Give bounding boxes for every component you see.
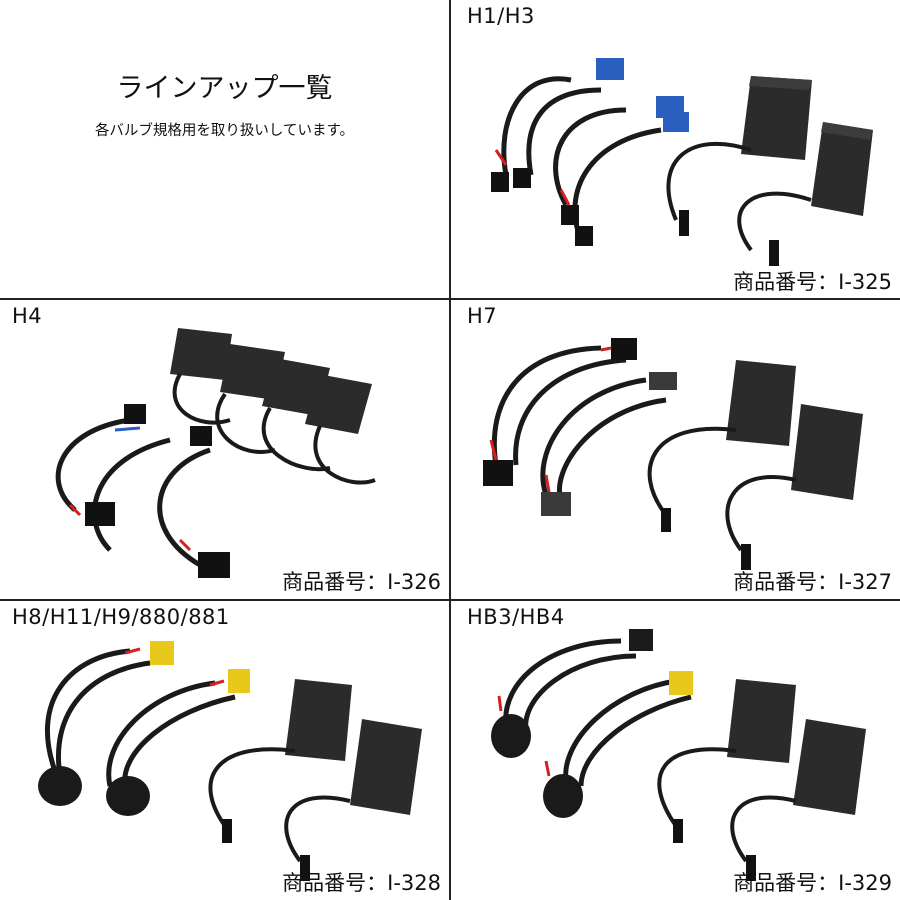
connector-yellow [669,671,693,695]
intro-cell: ラインアップ一覧 各バルブ規格用を取り扱いしています。 [0,0,449,298]
product-cell-h1-h3: H1/H3 商品番号：I-325 [451,0,900,298]
ballast-module [791,404,863,500]
connector [124,404,146,424]
connector [198,552,230,578]
ballast-module [811,122,873,216]
plug [491,714,531,758]
intro-title: ラインアップ一覧 [116,73,333,104]
connector-blue [596,58,624,80]
connector-blue [663,112,689,132]
product-code: 商品番号：I-325 [733,270,892,294]
ballast-module [305,374,372,434]
plug [38,766,82,806]
product-label: HB3/HB4 [467,605,565,629]
ballast-module [741,76,812,160]
connector [541,492,571,516]
product-cell-h8-h11: H8/H11/H9/880/881 商品番号：I-328 [0,601,449,899]
connector [611,338,637,360]
ballast-module [285,679,352,761]
intro-subtitle: 各バルブ規格用を取り扱いしています。 [94,123,355,139]
connector [629,629,653,651]
ballast-module [793,719,866,815]
vertical-divider [449,0,451,900]
product-photo [491,58,873,266]
product-cell-h4: H4 商品番号：I-326 [0,300,449,598]
product-code: 商品番号：I-326 [282,570,441,594]
product-photo [55,328,376,578]
plug [543,774,583,818]
product-cell-h7: H7 商品番号：I-327 [451,300,900,598]
horizontal-divider-2 [0,599,900,601]
connector [85,502,115,526]
product-photo [38,641,422,881]
connector [190,426,212,446]
product-cell-hb3-hb4: HB3/HB4 商品番号：I-329 [451,601,900,899]
connector-yellow [150,641,174,665]
product-photo [483,338,863,570]
product-label: H8/H11/H9/880/881 [12,605,230,629]
product-label: H1/H3 [467,4,535,28]
product-code: 商品番号：I-327 [733,570,892,594]
connector [483,460,513,486]
ballast-module [726,360,796,446]
horizontal-divider-1 [0,298,900,300]
product-code: 商品番号：I-328 [282,871,441,895]
product-label: H4 [12,304,43,328]
connector [649,372,677,390]
product-photo [491,629,866,881]
ballast-module [170,328,232,380]
product-label: H7 [467,304,498,328]
ballast-module [350,719,422,815]
plug [106,776,150,816]
product-code: 商品番号：I-329 [733,871,892,895]
ballast-module [727,679,796,763]
connector-yellow [228,669,250,693]
